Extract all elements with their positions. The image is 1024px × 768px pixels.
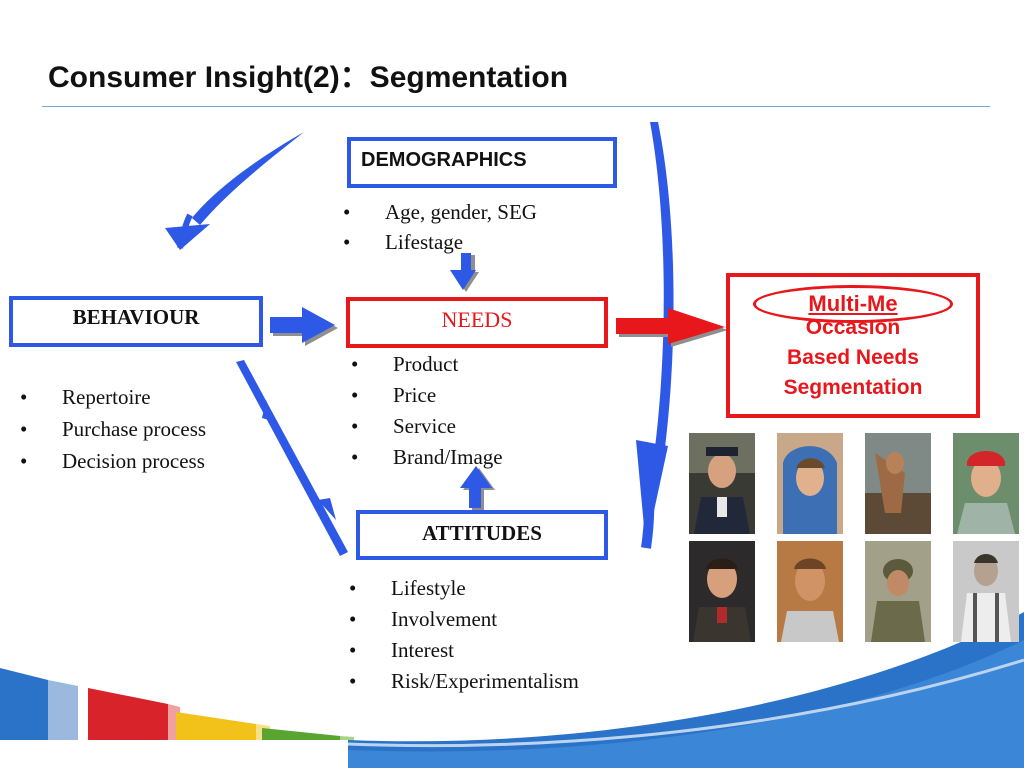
list-item: Age, gender, SEG bbox=[343, 197, 537, 227]
diagonal-arrow bbox=[236, 360, 348, 556]
list-item: Service bbox=[351, 411, 503, 442]
segmentation-line: Segmentation bbox=[783, 376, 923, 399]
attitudes-box: ATTITUDES bbox=[356, 510, 608, 560]
arrow-attitudes-to-needs bbox=[460, 466, 495, 510]
portrait-photo bbox=[777, 433, 843, 534]
curved-arrow-to-behaviour bbox=[165, 132, 304, 250]
demographics-label: DEMOGRAPHICS bbox=[361, 149, 527, 171]
portrait-photo bbox=[689, 541, 755, 642]
behaviour-label: BEHAVIOUR bbox=[72, 305, 200, 329]
portrait-photo bbox=[777, 541, 843, 642]
attitudes-label: ATTITUDES bbox=[422, 520, 542, 545]
list-item: Brand/Image bbox=[351, 442, 502, 473]
arrow-demographics-to-needs bbox=[450, 253, 479, 292]
needs-box: NEEDS bbox=[346, 297, 608, 348]
segmentation-line: Based Needs bbox=[787, 346, 919, 369]
portrait-photo bbox=[953, 541, 1019, 642]
behaviour-box: BEHAVIOUR bbox=[9, 296, 263, 347]
attitudes-list: Lifestyle Involvement Interest Risk/Expe… bbox=[349, 573, 579, 697]
needs-label: NEEDS bbox=[441, 306, 513, 332]
list-item: Decision process bbox=[20, 445, 206, 477]
list-item: Lifestyle bbox=[349, 573, 579, 604]
footer-decoration bbox=[0, 612, 1024, 768]
multi-me-oval: Multi-Me bbox=[753, 285, 953, 323]
list-item: Interest bbox=[349, 635, 579, 666]
arrow-behaviour-to-needs bbox=[270, 307, 338, 346]
arrow-needs-to-segmentation bbox=[616, 308, 728, 347]
portrait-photo bbox=[953, 433, 1019, 534]
needs-list: Product Price Service Brand/Image bbox=[351, 349, 503, 473]
title-divider bbox=[42, 106, 990, 107]
list-item: Product bbox=[351, 349, 503, 380]
portrait-photo bbox=[689, 433, 755, 534]
segmentation-box: Multi-Me Occasion Based Needs Segmentati… bbox=[726, 273, 980, 418]
list-item: Purchase process bbox=[20, 413, 206, 445]
list-item: Price bbox=[351, 380, 503, 411]
list-item: Involvement bbox=[349, 604, 579, 635]
curved-arrow-to-attitudes bbox=[636, 122, 674, 549]
slide-title: Consumer Insight(2)：Segmentation bbox=[48, 61, 569, 94]
list-item: Lifestage bbox=[343, 227, 537, 257]
demographics-list: Age, gender, SEG Lifestage bbox=[343, 197, 537, 257]
portrait-photo bbox=[865, 541, 931, 642]
list-item: Risk/Experimentalism bbox=[349, 666, 579, 697]
demographics-box: DEMOGRAPHICS bbox=[347, 137, 617, 188]
behaviour-list: Repertoire Purchase process Decision pro… bbox=[20, 381, 206, 477]
portrait-photo bbox=[865, 433, 931, 534]
portrait-grid bbox=[687, 433, 1023, 643]
list-item: Repertoire bbox=[20, 381, 206, 413]
